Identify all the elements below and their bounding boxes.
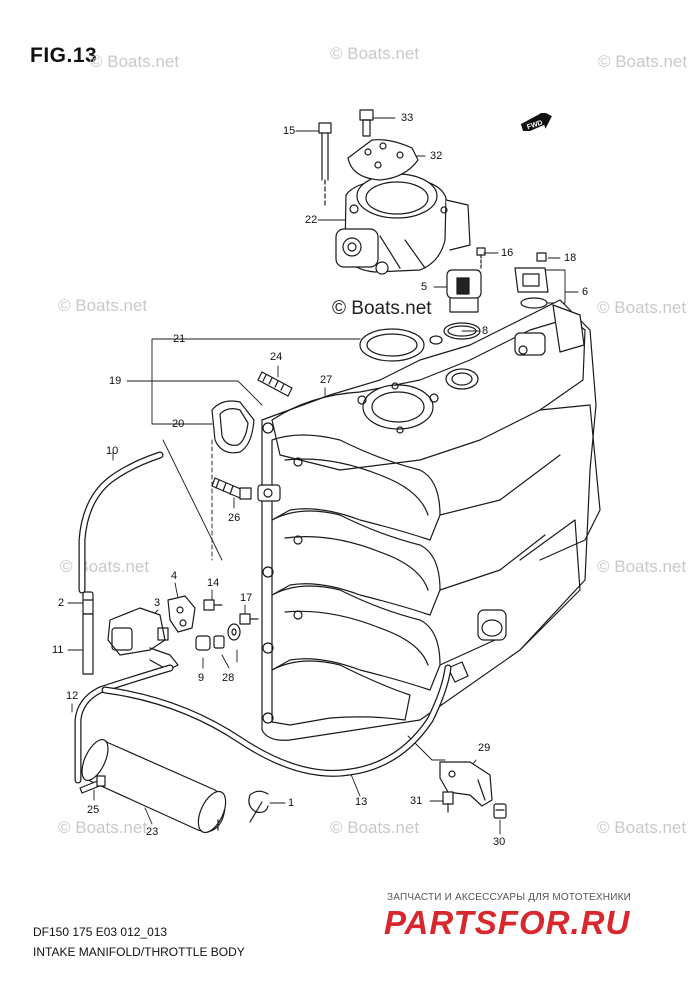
hose-10 xyxy=(78,451,164,594)
bracket-4 xyxy=(167,595,196,633)
callout-23: 23 xyxy=(146,826,159,838)
figure-name: INTAKE MANIFOLD/THROTTLE BODY xyxy=(33,945,245,959)
watermark: © Boats.net xyxy=(598,52,688,71)
connector-2 xyxy=(82,591,94,615)
callout-24: 24 xyxy=(270,351,283,363)
watermark: © Boats.net xyxy=(58,818,148,837)
bolt-31 xyxy=(442,791,454,813)
hose-11 xyxy=(82,613,94,675)
callout-8: 8 xyxy=(482,325,489,337)
callout-20: 20 xyxy=(172,418,185,430)
watermark: © Boats.net xyxy=(597,557,687,576)
callout-28: 28 xyxy=(222,672,235,684)
gasket-21 xyxy=(359,328,443,362)
watermark: © Boats.net xyxy=(58,296,148,315)
callout-33: 33 xyxy=(401,112,414,124)
sensor-6 xyxy=(514,252,549,309)
callout-14: 15 xyxy=(283,125,296,137)
callout-18: 18 xyxy=(564,252,577,264)
bolt-26 xyxy=(211,477,252,500)
gasket-32 xyxy=(347,139,419,181)
washer-28 xyxy=(227,623,241,641)
callout-27: 27 xyxy=(320,374,333,386)
bolt-14 xyxy=(318,122,332,206)
callout-12: 12 xyxy=(66,690,79,702)
callout-21: 21 xyxy=(173,333,186,345)
callout-2: 2 xyxy=(58,597,65,609)
callout-10: 10 xyxy=(106,445,119,457)
bolt-17 xyxy=(239,613,259,625)
callout-16: 16 xyxy=(501,247,514,259)
callout-1: 1 xyxy=(288,797,295,809)
hose-13 xyxy=(74,664,452,784)
bracket-piece xyxy=(257,484,281,502)
callout-32: 32 xyxy=(430,150,443,162)
callout-4: 4 xyxy=(171,570,178,582)
intake-manifold xyxy=(261,299,601,741)
callout-15: 14 xyxy=(207,577,220,589)
callout-3: 3 xyxy=(154,597,161,609)
fwd-label: FWD xyxy=(526,120,543,131)
clip-1 xyxy=(248,790,269,823)
callout-19: 19 xyxy=(109,375,122,387)
throttle-body xyxy=(335,173,471,275)
watermark: © Boats.net xyxy=(597,818,687,837)
callout-30: 30 xyxy=(493,836,506,848)
bolt-15 xyxy=(203,599,223,611)
watermark: © Boats.net xyxy=(330,44,420,63)
callout-13: 13 xyxy=(355,796,368,808)
callout-29: 29 xyxy=(478,742,491,754)
bolt-33 xyxy=(359,109,374,137)
bracket-29 xyxy=(439,761,493,807)
brand-tagline: ЗАПЧАСТИ И АКСЕССУАРЫ ДЛЯ МОТОТЕХНИКИ xyxy=(387,892,632,903)
clamp-30 xyxy=(493,803,507,819)
fwd-arrow-icon: FWD xyxy=(521,113,552,131)
gasket-20 xyxy=(211,400,255,454)
callout-17: 17 xyxy=(240,592,253,604)
watermark: © Boats.net xyxy=(330,818,420,837)
callout-26: 26 xyxy=(228,512,241,524)
callout-9: 9 xyxy=(198,672,205,684)
figure-title: FIG.13 xyxy=(30,44,98,67)
brand-logo: PARTSFOR.RU xyxy=(384,904,631,941)
watermark: © Boats.net xyxy=(90,52,180,71)
model-code: DF150 175 E03 012_013 xyxy=(33,925,168,939)
callout-11: 11 xyxy=(52,644,64,656)
stud-24 xyxy=(257,371,293,397)
callout-6: 6 xyxy=(582,286,589,298)
canister-23 xyxy=(81,739,227,834)
watermark: © Boats.net xyxy=(597,298,687,317)
valve-3 xyxy=(107,607,179,671)
callout-5: 5 xyxy=(421,281,428,293)
callout-31: 31 xyxy=(410,795,423,807)
bolt-25 xyxy=(79,775,106,794)
sensor-5 xyxy=(446,247,486,313)
watermark-center: © Boats.net xyxy=(330,298,434,320)
grommet-9 xyxy=(195,635,225,651)
callout-25: 25 xyxy=(87,804,100,816)
callout-22: 22 xyxy=(305,214,318,226)
o-ring-8 xyxy=(443,322,481,340)
